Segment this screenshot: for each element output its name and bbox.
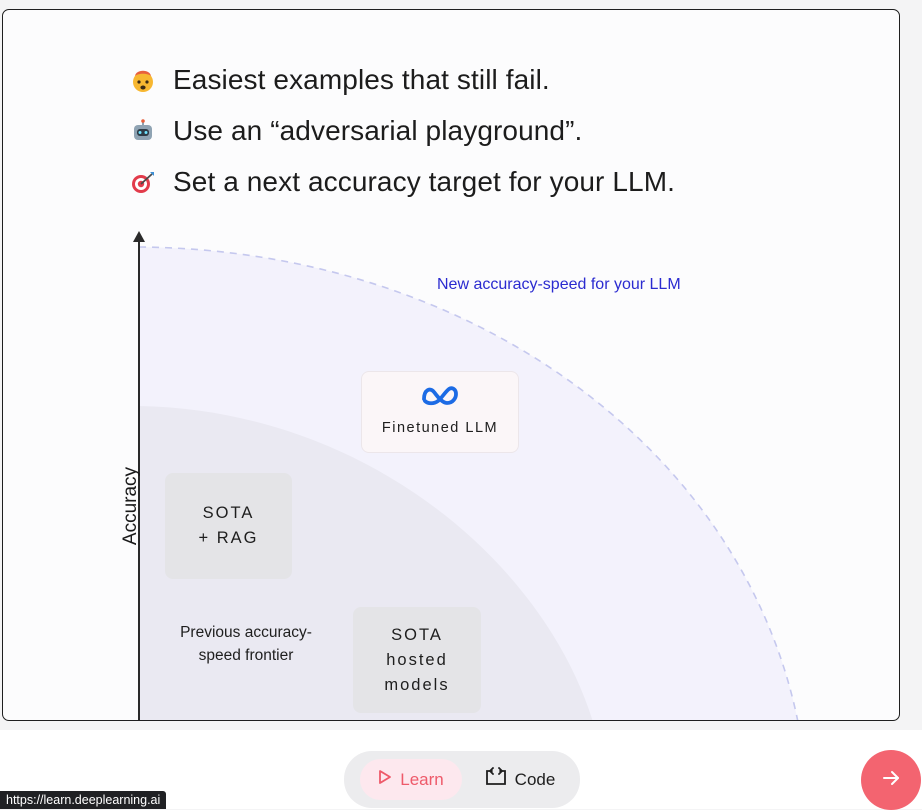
robot-emoji-icon	[128, 117, 157, 146]
tab-code[interactable]: Code	[470, 759, 570, 800]
target-dart-emoji-icon	[128, 168, 157, 197]
meta-logo-icon	[420, 384, 460, 414]
previous-frontier-label: Previous accuracy-speed frontier	[180, 624, 312, 664]
card-line: SOTA	[391, 625, 443, 644]
tab-learn[interactable]: Learn	[360, 759, 462, 800]
sota-rag-card: SOTA + RAG	[165, 473, 292, 579]
card-line: models	[384, 675, 450, 694]
card-line: + RAG	[198, 529, 259, 547]
bullet-adversarial-playground: Use an “adversarial playground”.	[128, 115, 582, 147]
exploding-head-emoji-icon	[128, 66, 157, 95]
bullet-easiest-examples: Easiest examples that still fail.	[128, 64, 550, 96]
status-bar-url: https://learn.deeplearning.ai	[0, 791, 167, 809]
next-button[interactable]	[861, 750, 921, 810]
sota-hosted-models-card: SOTA hosted models	[353, 607, 481, 713]
tab-learn-label: Learn	[400, 769, 444, 789]
finetuned-llm-card: Finetuned LLM	[361, 371, 519, 453]
bullet-text: Set a next accuracy target for your LLM.	[173, 166, 676, 197]
bullet-text: Use an “adversarial playground”.	[173, 115, 583, 146]
card-line: hosted	[386, 650, 448, 669]
code-icon	[485, 767, 507, 792]
bullet-accuracy-target: Set a next accuracy target for your LLM.	[128, 166, 675, 198]
play-icon	[378, 769, 392, 790]
y-axis-arrowhead	[133, 231, 145, 242]
slide-frame: Easiest examples that still fail. Use an…	[2, 9, 900, 721]
new-frontier-curve	[138, 246, 799, 720]
bullet-text: Easiest examples that still fail.	[173, 64, 550, 95]
finetuned-llm-label: Finetuned LLM	[381, 419, 499, 436]
tab-code-label: Code	[514, 769, 556, 789]
y-axis-label: Accuracy	[120, 466, 141, 546]
new-frontier-label: New accuracy-speed for your LLM	[437, 276, 681, 293]
arrow-right-icon	[880, 767, 902, 794]
card-line: SOTA	[202, 504, 255, 522]
